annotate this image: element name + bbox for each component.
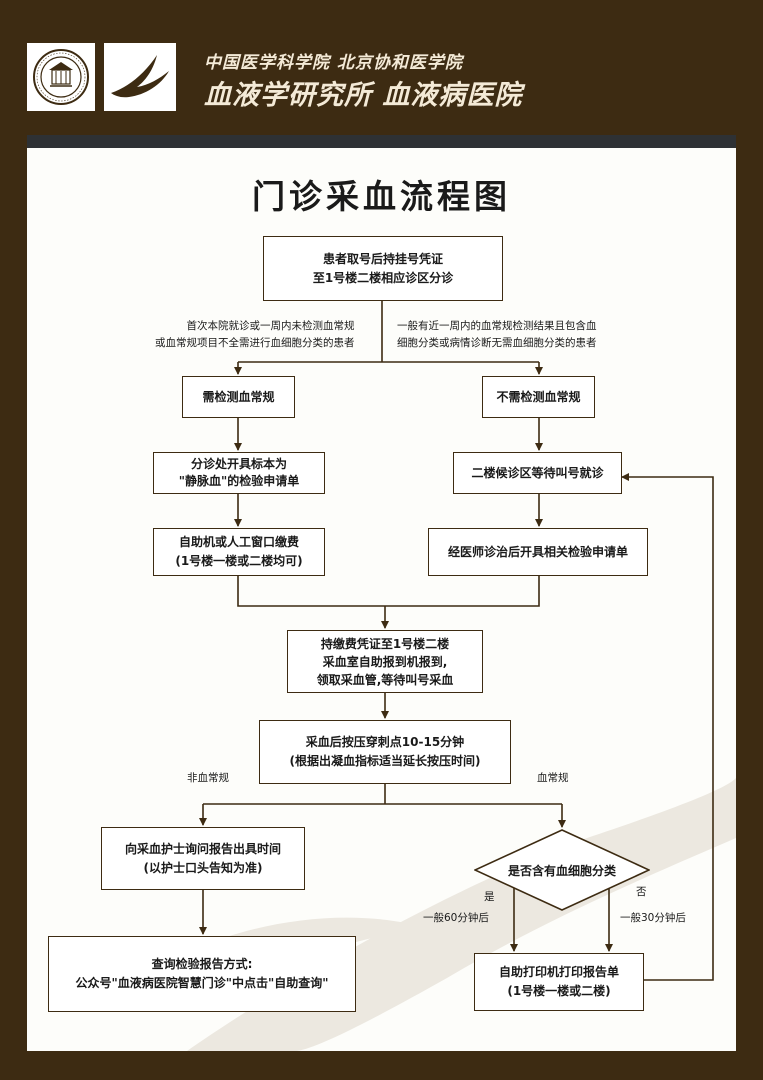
unit-names: 血液学研究所 血液病医院 [204,80,523,111]
step-ask-nurse-line-2: (以护士口头告知为准) [143,860,263,875]
step-pay-fee: 自助机或人工窗口缴费 (1号楼一楼或二楼均可) [153,528,325,576]
step-checkin-line-3: 领取采血管,等待叫号采血 [316,672,454,687]
step-issue-venous-form: 分诊处开具标本为 "静脉血"的检验申请单 [153,452,325,494]
step-press-puncture: 采血后按压穿刺点10-15分钟 (根据出凝血指标适当延长按压时间) [259,720,511,784]
step-press-line-2: (根据出凝血指标适当延长按压时间) [289,754,481,768]
institution-names: 中国医学科学院 北京协和医学院 [204,53,463,73]
step-need-cbc-label: 需检测血常规 [202,389,275,404]
seal-emblem-logo [27,43,95,111]
step-doctor-issue-form: 经医师诊治后开具相关检验申请单 [428,528,648,576]
step-doctor-form-label: 经医师诊治后开具相关检验申请单 [447,544,628,559]
step-no-cbc-label: 不需检测血常规 [496,389,581,404]
label-recent-test-line-1: 一般有近一周内的血常规检测结果且包含血 [397,320,597,332]
step-issue-form-line-2: "静脉血"的检验申请单 [178,474,300,488]
label-first-visit-line-2: 或血常规项目不全需进行血细胞分类的患者 [155,336,355,349]
step-query-report: 查询检验报告方式: 公众号"血液病医院智慧门诊"中点击"自助查询" [48,936,356,1012]
step-no-cbc: 不需检测血常规 [482,376,595,418]
step-checkin-line-1: 持缴费凭证至1号楼二楼 [320,636,450,651]
step-print-line-2: (1号楼一楼或二楼) [507,984,611,998]
step-query-line-2: 公众号"血液病医院智慧门诊"中点击"自助查询" [75,976,329,990]
flow-connectors [199,301,714,981]
label-recent-test-line-2: 细胞分类或病情诊断无需血细胞分类的患者 [397,336,597,349]
step-checkin-sampling-room: 持缴费凭证至1号楼二楼 采血室自助报到机报到, 领取采血管,等待叫号采血 [287,630,483,693]
label-yes-60min: 一般60分钟后 [423,912,489,924]
step-start-line-1: 患者取号后持挂号凭证 [322,251,443,266]
label-recent-test-patients: 一般有近一周内的血常规检测结果且包含血 细胞分类或病情诊断无需血细胞分类的患者 [397,318,597,352]
header-stripe [27,135,736,148]
step-pay-line-1: 自助机或人工窗口缴费 [178,535,299,550]
step-checkin-line-2: 采血室自助报到机报到, [322,654,448,669]
step-start-line-2: 至1号楼二楼相应诊区分诊 [312,270,454,285]
header-banner: 中国医学科学院 北京协和医学院 血液学研究所 血液病医院 [0,0,763,135]
flowchart-panel: 门诊采血流程图 患 [27,148,736,1051]
label-non-cbc: 非血常规 [187,772,229,784]
step-press-line-1: 采血后按压穿刺点10-15分钟 [305,735,465,750]
label-first-visit-patients: 首次本院就诊或一周内未检测血常规 或血常规项目不全需进行血细胞分类的患者 [155,318,355,352]
step-query-line-1: 查询检验报告方式: [151,957,253,972]
step-wait-call: 二楼候诊区等待叫号就诊 [453,452,622,494]
step-wait-call-label: 二楼候诊区等待叫号就诊 [471,465,604,480]
step-pay-line-2: (1号楼一楼或二楼均可) [175,554,303,568]
label-no-30min: 一般30分钟后 [620,912,686,924]
label-first-visit-line-1: 首次本院就诊或一周内未检测血常规 [186,320,355,332]
label-no: 否 [636,886,647,898]
step-print-line-1: 自助打印机打印报告单 [498,965,619,980]
step-ask-nurse-line-1: 向采血护士询问报告出具时间 [124,841,281,856]
step-start-register: 患者取号后持挂号凭证 至1号楼二楼相应诊区分诊 [263,236,503,301]
decision-contains-differential: 是否含有血细胞分类 [507,863,616,878]
step-ask-nurse: 向采血护士询问报告出具时间 (以护士口头告知为准) [101,827,305,890]
label-yes: 是 [484,891,495,903]
step-issue-form-line-1: 分诊处开具标本为 [190,456,287,471]
decision-diamond [474,829,650,911]
swoosh-logo [104,43,176,111]
label-cbc: 血常规 [537,772,569,784]
page-title: 门诊采血流程图 [252,177,511,216]
step-print-report: 自助打印机打印报告单 (1号楼一楼或二楼) [474,953,644,1011]
step-need-cbc: 需检测血常规 [182,376,295,418]
